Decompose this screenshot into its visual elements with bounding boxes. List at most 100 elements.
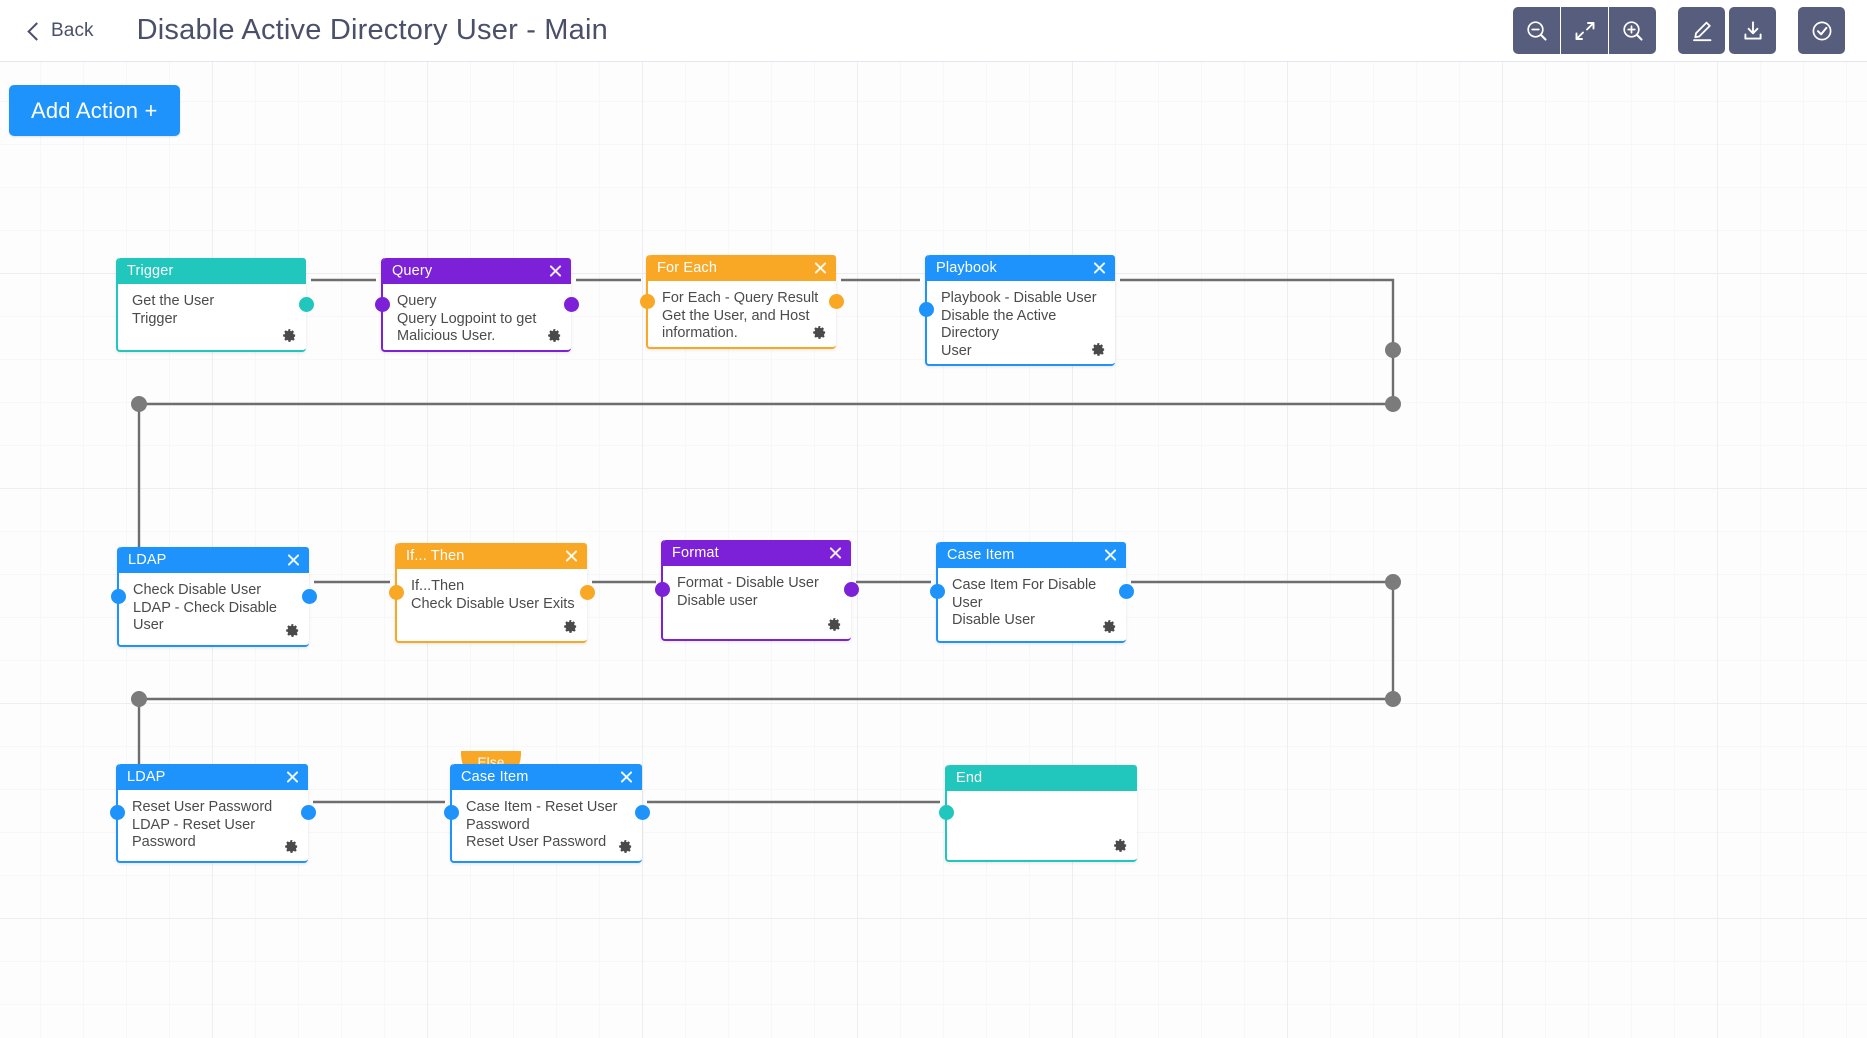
gear-icon[interactable] [1091,342,1106,357]
close-icon[interactable] [813,261,828,276]
node-port-left[interactable] [110,805,125,820]
node-port-left[interactable] [111,588,126,604]
node-header: If... Then [397,543,587,569]
node-type-label: End [956,770,983,786]
node-header: Case Item [452,764,642,790]
node-port-right[interactable] [301,805,316,820]
gear-icon[interactable] [285,623,300,638]
close-icon[interactable] [548,264,563,279]
download-button[interactable] [1729,7,1776,54]
node-header: LDAP [119,547,309,573]
gear-icon[interactable] [284,839,299,854]
node-text-line: Playbook - Disable User [941,290,1097,306]
close-icon[interactable] [619,770,634,785]
node-port-left[interactable] [389,584,404,600]
header-toolbar [1513,0,1867,61]
node-type-label: If... Then [406,548,465,564]
close-icon[interactable] [1103,548,1118,563]
node-body: Reset User Password LDAP - Reset User Pa… [118,790,308,861]
node-case-item-disable[interactable]: Case Item Case Item For Disable User Dis… [930,542,1134,643]
close-icon[interactable] [285,770,300,785]
zoom-in-button[interactable] [1609,7,1656,54]
zoom-out-button[interactable] [1513,7,1560,54]
download-icon [1743,20,1762,40]
workflow-canvas[interactable]: Add Action + [0,62,1867,1038]
gear-icon[interactable] [547,328,562,343]
edit-download-group [1678,7,1776,54]
node-for-each[interactable]: For Each For Each - Query Result Get the… [640,255,844,349]
node-type-label: Query [392,263,433,279]
node-header: For Each [648,255,836,281]
node-port-left[interactable] [640,293,655,309]
node-text-line: LDAP - Check Disable User [133,599,282,634]
node-port-right[interactable] [829,293,844,309]
zoom-in-icon [1622,20,1643,41]
node-port-right[interactable] [580,584,595,600]
node-body: Case Item - Reset User Password Reset Us… [452,790,642,861]
node-port-left[interactable] [444,805,459,820]
node-body: For Each - Query Result Get the User, an… [648,281,836,347]
node-header: LDAP [118,764,308,790]
node-text-line: Reset User Password [132,799,273,815]
node-body: Case Item For Disable User Disable User [938,568,1126,641]
node-port-left[interactable] [930,584,945,599]
gear-icon[interactable] [618,839,633,854]
fit-screen-button[interactable] [1561,7,1608,54]
zoom-control-group [1513,7,1656,54]
gear-icon[interactable] [1113,838,1128,853]
close-icon[interactable] [828,546,843,561]
node-type-label: LDAP [128,552,167,568]
node-port-right[interactable] [302,588,317,604]
add-action-button[interactable]: Add Action + [9,85,180,136]
zoom-out-icon [1526,20,1547,41]
gear-icon[interactable] [827,617,842,632]
gear-icon[interactable] [812,325,827,340]
node-text-line: Check Disable User [133,582,262,598]
node-port-right[interactable] [564,296,579,312]
node-end[interactable]: End [939,765,1137,862]
node-port-left[interactable] [919,302,934,317]
gear-icon[interactable] [563,619,578,634]
node-query[interactable]: Query Query Query Logpoint to get Malici… [375,258,579,352]
node-port-left[interactable] [655,582,670,597]
node-if-then[interactable]: If... Then If...Then Check Disable User … [389,543,595,643]
node-text-line: Trigger [132,310,178,327]
close-icon[interactable] [286,553,301,568]
node-body [947,791,1137,860]
node-text-line: Get the User [132,293,215,309]
node-port-right[interactable] [844,582,859,597]
gear-icon[interactable] [1102,619,1117,634]
check-circle-icon [1812,21,1831,40]
node-text-line: If...Then [411,578,465,594]
node-header: Query [383,258,571,284]
node-header: Playbook [927,255,1115,281]
node-case-item-reset[interactable]: Case Item Case Item - Reset User Passwor… [444,764,650,863]
node-body: Format - Disable User Disable user [663,566,851,639]
close-icon[interactable] [1092,261,1107,276]
node-ldap-reset[interactable]: LDAP Reset User Password LDAP - Reset Us… [110,764,316,863]
node-port-right[interactable] [299,296,314,312]
validate-button[interactable] [1798,7,1845,54]
node-text-line: Format - Disable User [677,575,819,591]
node-text-line: Reset User Password [466,834,607,850]
gear-icon[interactable] [282,328,297,343]
node-body: Playbook - Disable User Disable the Acti… [927,281,1115,364]
node-port-right[interactable] [1119,584,1134,599]
page-title: Disable Active Directory User - Main [136,14,608,46]
node-port-left[interactable] [375,296,390,312]
fit-screen-icon [1575,21,1594,40]
node-text-line: Disable User [952,612,1035,628]
node-port-right[interactable] [635,805,650,820]
close-icon[interactable] [564,549,579,564]
node-header: Trigger [118,258,306,284]
node-trigger[interactable]: Trigger Get the User Trigger [116,258,314,352]
back-label: Back [51,19,94,41]
node-playbook[interactable]: Playbook Playbook - Disable User Disable… [919,255,1115,366]
node-port-left[interactable] [939,805,954,820]
node-body: Get the User Trigger [118,284,306,350]
node-ldap-check[interactable]: LDAP Check Disable User LDAP - Check Dis… [111,547,317,647]
node-text-line: Query Logpoint to get [397,310,537,327]
edit-button[interactable] [1678,7,1725,54]
back-button[interactable]: Back [25,20,94,42]
node-format[interactable]: Format Format - Disable User Disable use… [655,540,859,641]
